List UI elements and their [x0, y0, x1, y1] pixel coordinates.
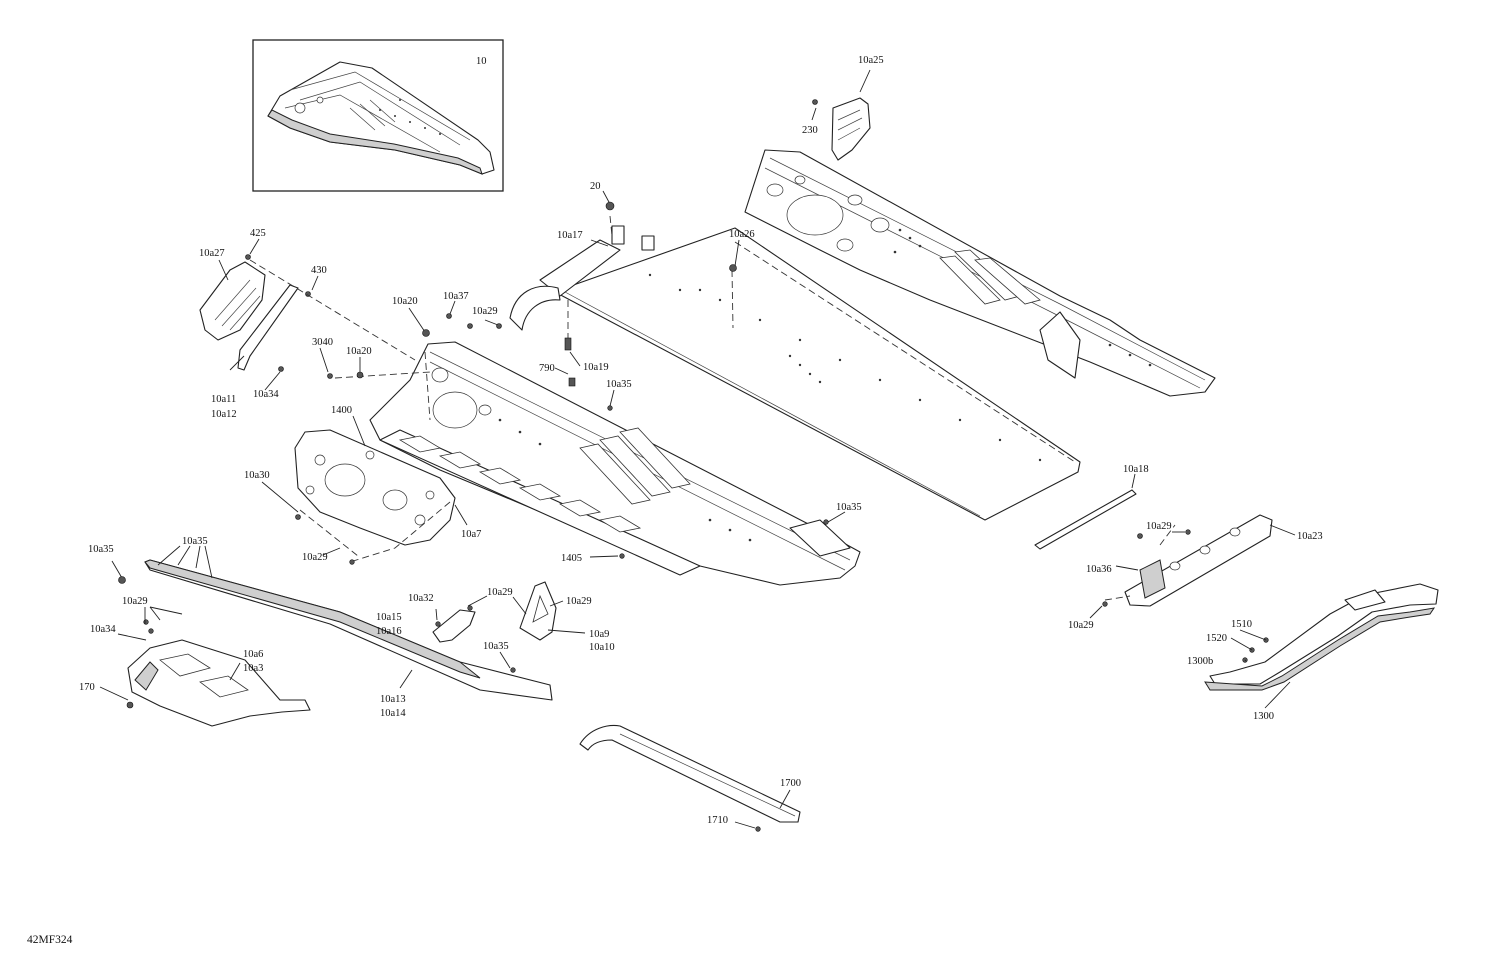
callout-label: 10a29 [122, 596, 148, 607]
callout-label: 10a25 [858, 55, 884, 66]
tunnel-top-panel [509, 225, 1081, 521]
triangle-bracket [519, 581, 557, 641]
callout-label: 10a14 [380, 708, 406, 719]
callout-label: 10a29 [472, 306, 498, 317]
callout-label: 10a36 [1086, 564, 1112, 575]
slide-rail [579, 724, 801, 832]
callout-label: 10a6 [243, 649, 263, 660]
callout-label: 10a35 [483, 641, 509, 652]
callout-label: 10a12 [211, 409, 237, 420]
callout-label: 10a35 [836, 502, 862, 513]
inset-frame [252, 39, 504, 192]
front-suspension-plate [294, 429, 456, 546]
callout-label: 10a3 [243, 663, 263, 674]
rear-stiffener-strip [1034, 489, 1137, 550]
callout-label: 10a20 [392, 296, 418, 307]
callout-label: 10a15 [376, 612, 402, 623]
callout-label: 1700 [780, 778, 801, 789]
assembly-inset: 10 [252, 39, 504, 192]
callout-label: 425 [250, 228, 266, 239]
callout-label: 10a35 [88, 544, 114, 555]
rear-bumper [1204, 583, 1439, 691]
callout-label: 790 [539, 363, 555, 374]
callout-label: 10a35 [606, 379, 632, 390]
callout-label: 10a32 [408, 593, 434, 604]
callout-label: 10a11 [211, 394, 236, 405]
callout-label: 10a13 [380, 694, 406, 705]
callout-label: 10a9 [589, 629, 609, 640]
callout-label: 1405 [561, 553, 582, 564]
callout-label: 1510 [1231, 619, 1252, 630]
callout-label: 10a34 [253, 389, 279, 400]
callout-label: 10a30 [244, 470, 270, 481]
callout-label: 10a29 [487, 587, 513, 598]
callout-label: 10a7 [461, 529, 481, 540]
callout-label: 230 [802, 125, 818, 136]
callout-label: 10a18 [1123, 464, 1149, 475]
callout-label: 10a35 [182, 536, 208, 547]
callout-label: 10a27 [199, 248, 225, 259]
callout-label: 3040 [312, 337, 333, 348]
front-skid-plate [126, 619, 311, 727]
callout-label: 1710 [707, 815, 728, 826]
rear-tunnel-side-frame [744, 149, 1216, 397]
callout-label: 10a29 [1146, 521, 1172, 532]
front-tunnel-side-frame [369, 341, 861, 586]
hardware-markers [118, 201, 1191, 673]
callout-labels: 10a25 230 20 10a17 10a26 425 10a27 430 1… [79, 55, 1323, 826]
inset-label: 10 [476, 56, 487, 67]
side-bracket-small [432, 605, 476, 643]
inset-tunnel-drawing [267, 61, 495, 175]
callout-label: 170 [79, 682, 95, 693]
callout-label: 10a37 [443, 291, 469, 302]
callout-label: 10a17 [557, 230, 583, 241]
callout-label: 1300b [1187, 656, 1213, 667]
rear-upper-bracket [812, 97, 871, 161]
callout-label: 10a26 [729, 229, 755, 240]
front-corner-bracket [199, 254, 311, 372]
figure-reference-code: 42MF324 [27, 934, 73, 946]
callout-label: 10a29 [566, 596, 592, 607]
callout-label: 10a23 [1297, 531, 1323, 542]
callout-label: 1300 [1253, 711, 1274, 722]
leader-lines [99, 69, 1296, 829]
callout-label: 10a16 [376, 626, 402, 637]
running-board-strip [144, 559, 553, 701]
callout-label: 10a10 [589, 642, 615, 653]
callout-label: 1520 [1206, 633, 1227, 644]
callout-label: 430 [311, 265, 327, 276]
assembly-dashed-lines [249, 215, 1176, 601]
callout-label: 20 [590, 181, 601, 192]
callout-label: 10a29 [302, 552, 328, 563]
rear-bumper-rail [1124, 514, 1273, 607]
callout-label: 10a19 [583, 362, 609, 373]
callout-label: 10a34 [90, 624, 116, 635]
callout-label: 10a29 [1068, 620, 1094, 631]
callout-label: 1400 [331, 405, 352, 416]
callout-label: 10a20 [346, 346, 372, 357]
